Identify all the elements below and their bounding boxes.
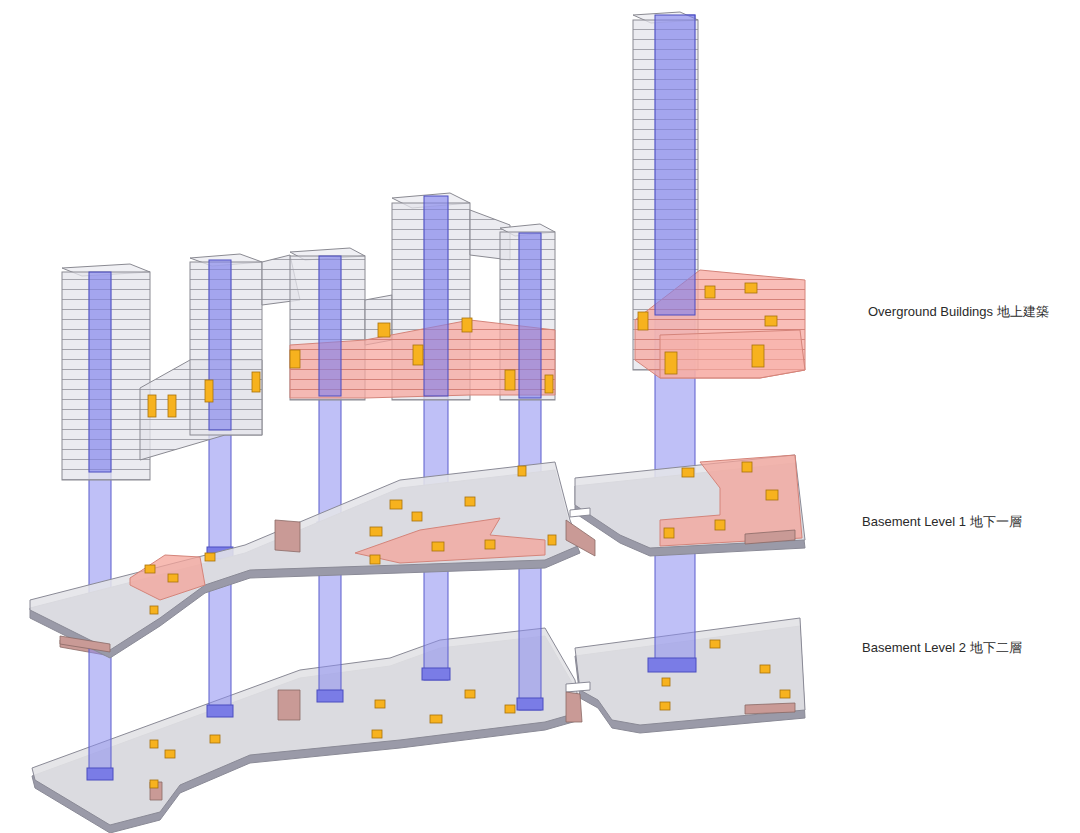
- basement-1-edge-marks: [60, 520, 795, 652]
- podium-retail: [290, 270, 805, 398]
- level-label: Basement Level 2 地下二層: [862, 640, 1022, 656]
- level-label: Overground Buildings 地上建築: [868, 304, 1049, 320]
- circulation-core: [89, 15, 695, 778]
- basement-1-retail-area: [130, 455, 802, 600]
- tower-mass: [62, 12, 698, 480]
- level-label: Basement Level 1 地下一層: [862, 514, 1022, 530]
- basement-1-slab: [30, 455, 805, 658]
- tower-core-overlay: [89, 15, 695, 472]
- vertical-circulation-box: [145, 283, 790, 788]
